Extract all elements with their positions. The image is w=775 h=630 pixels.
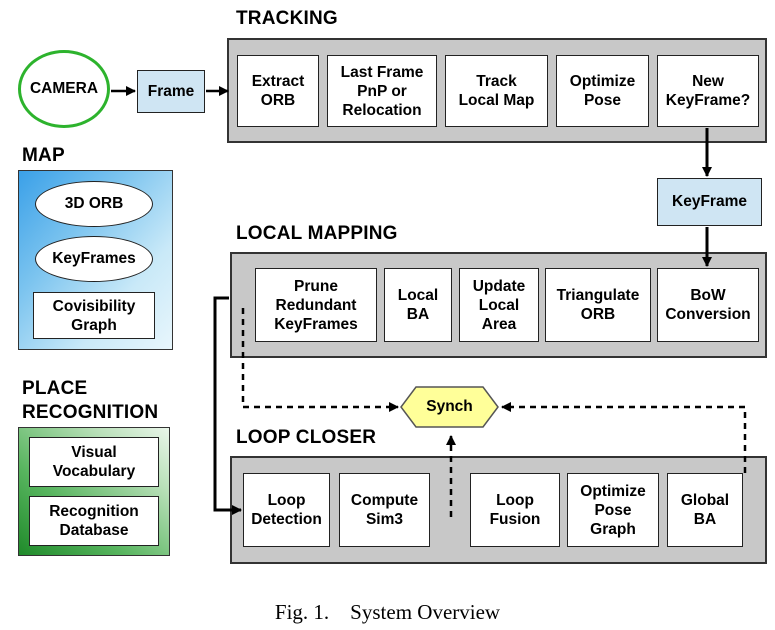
frame-node: Frame [137, 70, 205, 113]
place-recognition-title-line1: PLACE [22, 378, 88, 399]
loop-closer-step-global-ba: Global BA [667, 473, 743, 547]
loop-closer-step-fusion: Loop Fusion [470, 473, 560, 547]
loop-closer-step-pose-graph: Optimize Pose Graph [567, 473, 659, 547]
place-recognition-title: PLACE RECOGNITION [22, 377, 158, 425]
figure-caption: Fig. 1. System Overview [274, 600, 501, 624]
tracking-step-extract-orb: Extract ORB [237, 55, 319, 127]
map-3d-orb: 3D ORB [35, 181, 153, 227]
map-keyframes: KeyFrames [35, 236, 153, 282]
local-mapping-step-prune: Prune Redundant KeyFrames [255, 268, 377, 342]
tracking-step-new-keyframe: New KeyFrame? [657, 55, 759, 127]
tracking-step-track-local-map: Track Local Map [445, 55, 548, 127]
place-recognition-database: Recognition Database [29, 496, 159, 546]
map-covisibility-graph: Covisibility Graph [33, 292, 155, 339]
local-mapping-step-bow: BoW Conversion [657, 268, 759, 342]
place-visual-vocabulary: Visual Vocabulary [29, 437, 159, 487]
synch-label: Synch [426, 398, 473, 415]
synch-hexagon [400, 386, 499, 428]
local-mapping-step-triangulate: Triangulate ORB [545, 268, 651, 342]
camera-node: CAMERA [18, 50, 110, 128]
map-title: MAP [22, 145, 65, 166]
loop-closer-title: LOOP CLOSER [236, 427, 377, 448]
arrow-localmap-loopdetection [213, 296, 242, 515]
dashed-localmap-synch [241, 308, 399, 412]
place-recognition-title-line2: RECOGNITION [22, 402, 159, 423]
local-mapping-step-local-ba: Local BA [384, 268, 452, 342]
loop-closer-step-sim3: Compute Sim3 [339, 473, 430, 547]
keyframe-node: KeyFrame [657, 178, 762, 226]
tracking-step-optimize-pose: Optimize Pose [556, 55, 649, 127]
tracking-step-last-frame: Last Frame PnP or Relocation [327, 55, 437, 127]
tracking-title: TRACKING [236, 8, 338, 29]
dashed-globalba-synch [501, 402, 747, 473]
loop-closer-step-detection: Loop Detection [243, 473, 330, 547]
local-mapping-step-update-area: Update Local Area [459, 268, 539, 342]
local-mapping-title: LOCAL MAPPING [236, 223, 398, 244]
